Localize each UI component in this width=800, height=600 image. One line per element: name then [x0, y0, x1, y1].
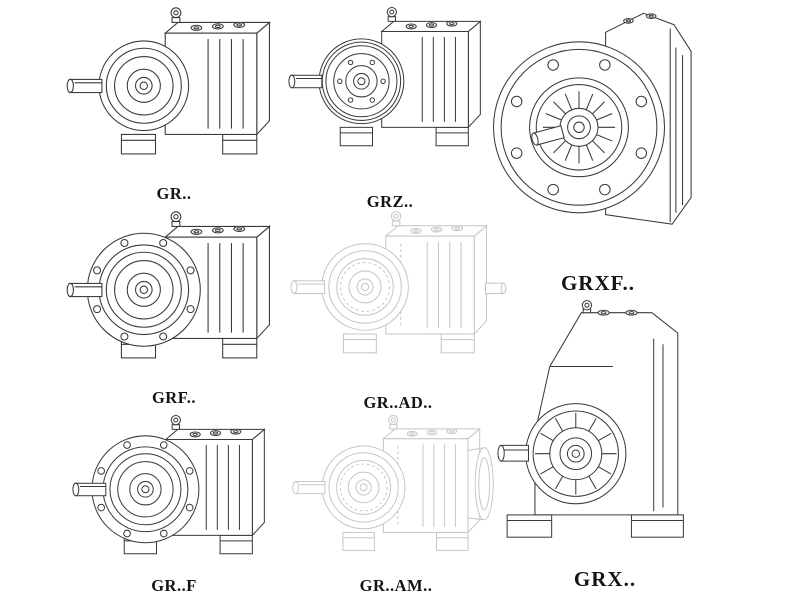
figure-gr: GR.. — [58, 2, 290, 204]
grf-foot-gearbox-drawing — [72, 415, 265, 555]
grad-gearbox-drawing — [290, 211, 507, 354]
gr-gearbox-drawing — [66, 7, 270, 155]
figure-grad: GR..AD.. — [282, 206, 514, 413]
figure-grz: GRZ.. — [284, 2, 496, 212]
figure-label-grad: GR..AD.. — [363, 393, 433, 412]
figure-grx: GRX.. — [486, 296, 724, 592]
grxf-gearbox-drawing — [492, 12, 692, 225]
figure-grxf: GRXF.. — [477, 0, 719, 296]
figure-grf: GRF.. — [58, 206, 290, 408]
gram-gearbox-drawing — [292, 414, 494, 551]
figure-gram: GR..AM.. — [282, 410, 510, 596]
figure-label-gram: GR..AM.. — [359, 576, 433, 595]
grz-gearbox-drawing — [288, 7, 481, 147]
figure-label-gr: GR.. — [156, 184, 192, 203]
figure-label-grxf: GRXF.. — [560, 271, 636, 295]
figure-label-grx: GRX.. — [573, 567, 637, 591]
grf-gearbox-drawing — [66, 211, 270, 359]
figure-label-grz: GRZ.. — [366, 192, 414, 211]
figure-grff: GR..F — [58, 410, 290, 596]
figure-label-grf: GRF.. — [151, 388, 197, 407]
figure-label-grff: GR..F — [151, 576, 197, 595]
grx-gearbox-drawing — [497, 300, 684, 538]
